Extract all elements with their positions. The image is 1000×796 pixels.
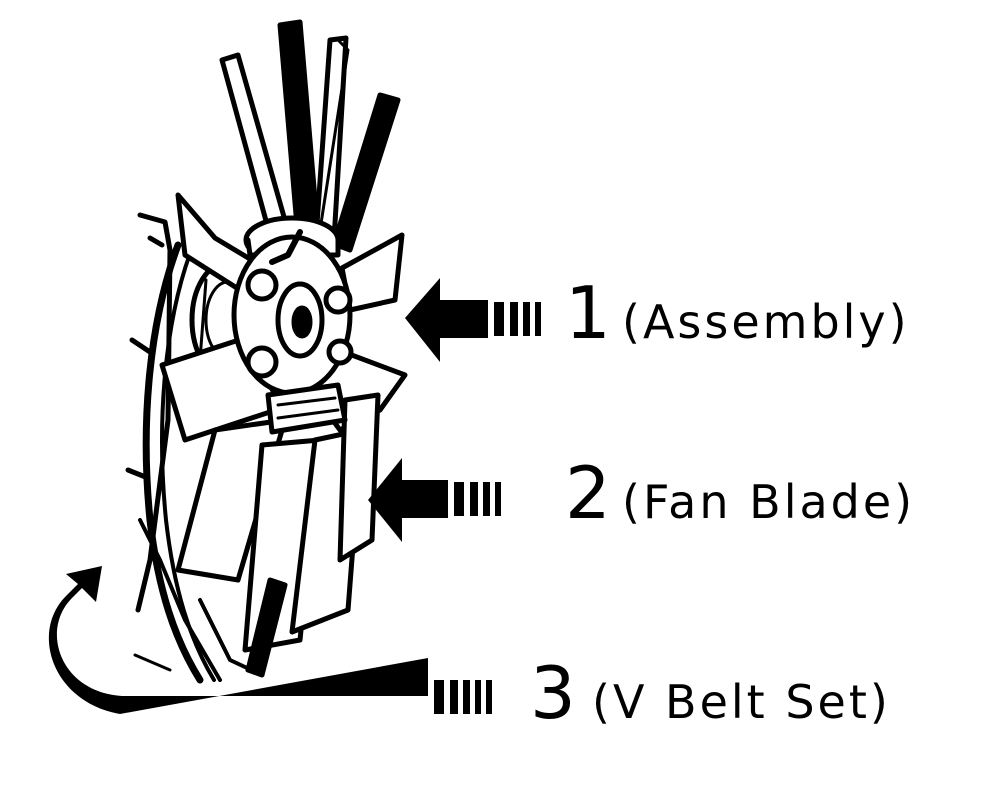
callout-labels: 1 (Assembly) 2 (Fan Blade) 3 (V Belt Set… [530, 271, 915, 735]
fan-hub [231, 215, 354, 435]
callout-1-number: 1 [565, 271, 611, 355]
arrow-3 [48, 566, 492, 714]
arrow-2 [368, 458, 501, 542]
callout-arrows [48, 278, 541, 714]
callout-2-number: 2 [565, 451, 611, 535]
v-belt [142, 241, 216, 684]
fan-illustration [125, 19, 408, 684]
callout-1-label: (Assembly) [622, 295, 910, 349]
callout-3-label: (V Belt Set) [592, 675, 891, 729]
arrow-1 [405, 278, 541, 362]
callout-2-label: (Fan Blade) [622, 475, 915, 529]
upper-blades [219, 19, 401, 253]
callout-3-number: 3 [530, 651, 576, 735]
